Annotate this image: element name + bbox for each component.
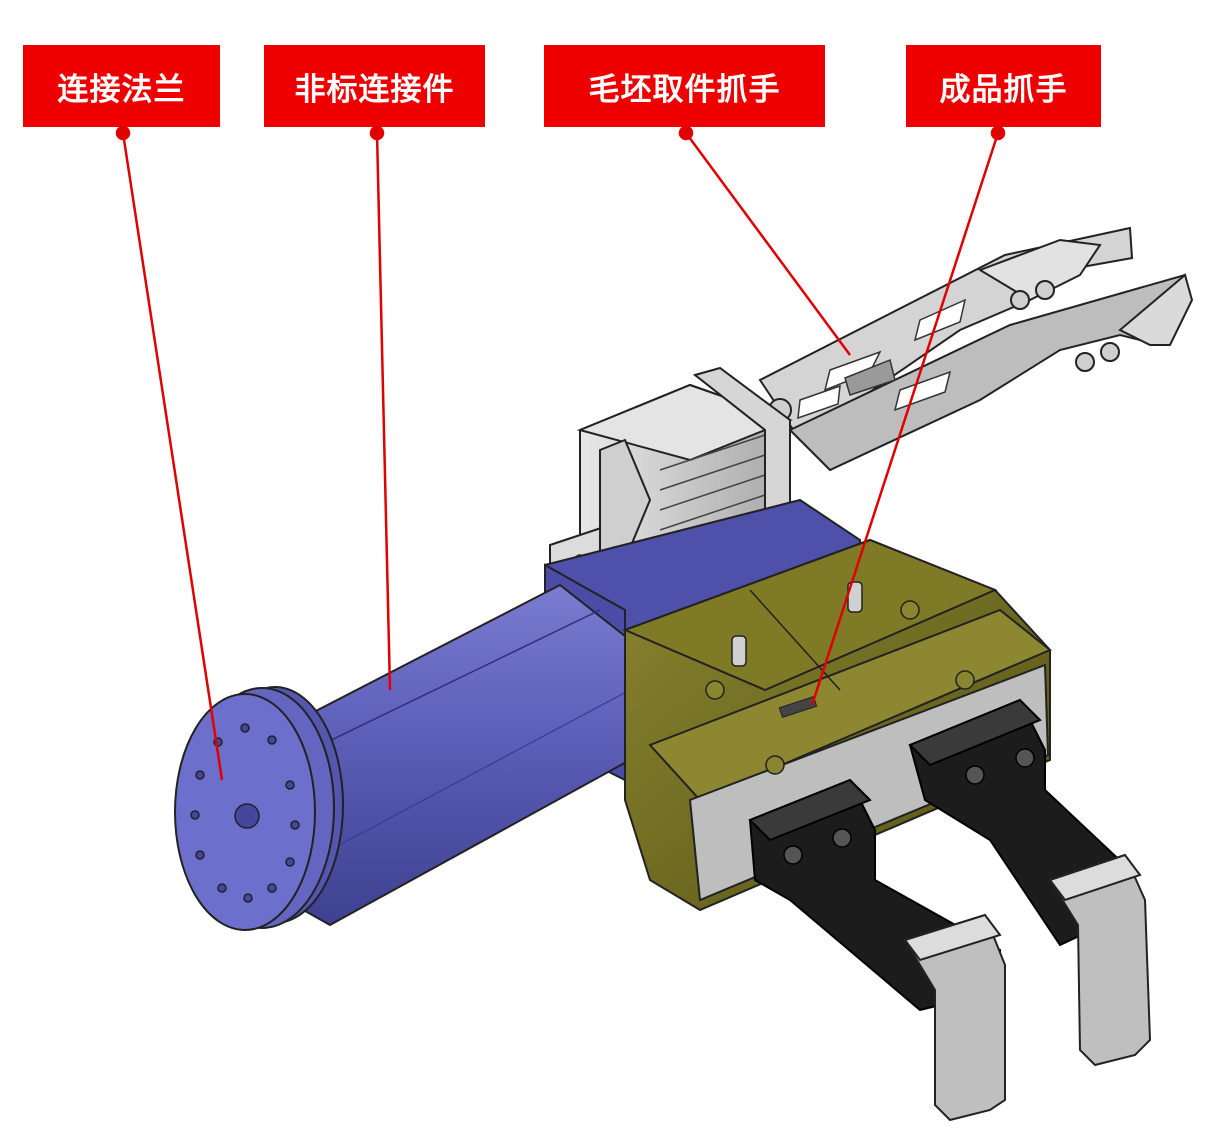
leader-dot-adapter — [369, 125, 385, 141]
leader-line-flange — [121, 132, 224, 781]
leader-dot-blank-gripper — [678, 125, 694, 141]
leader-lines — [115, 125, 1006, 781]
label-blank-picker-gripper: 毛坯取件抓手 — [544, 45, 825, 127]
label-connecting-flange: 连接法兰 — [23, 45, 220, 127]
leader-dot-flange — [115, 125, 131, 141]
label-finished-part-gripper: 成品抓手 — [906, 45, 1101, 127]
leader-line-blank-gripper — [684, 132, 852, 356]
leader-dot-finished-gripper — [990, 125, 1006, 141]
finished-part-gripper — [622, 538, 1152, 1122]
leader-line-finished-gripper — [810, 132, 1000, 706]
connecting-flange-and-adapter — [174, 498, 861, 931]
leader-line-adapter — [375, 132, 392, 691]
label-custom-adapter: 非标连接件 — [264, 45, 485, 127]
